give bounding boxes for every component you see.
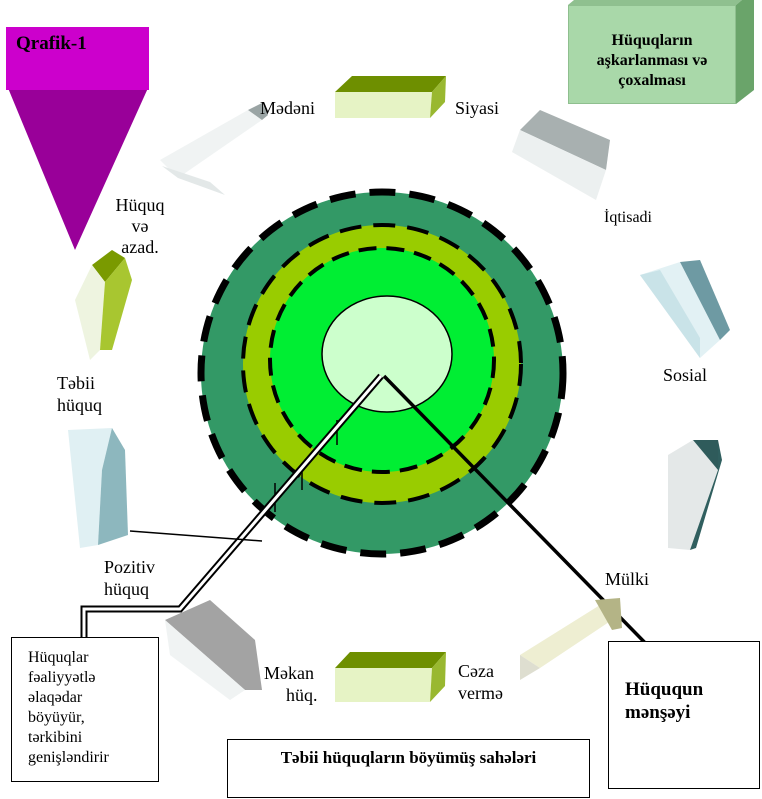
label-mulki: Mülki bbox=[605, 569, 650, 589]
block-siyasi bbox=[335, 76, 446, 118]
label-huquq: Hüquq və azad. bbox=[108, 195, 172, 258]
label-tebii-line1: Təbii bbox=[57, 373, 95, 393]
block-bottom bbox=[335, 652, 446, 702]
label-mekan-line1: Məkan bbox=[264, 663, 314, 683]
rights-growth-line: əlaqədar bbox=[28, 689, 83, 706]
block-iqtisadi bbox=[512, 110, 610, 200]
block-mekan bbox=[165, 600, 262, 700]
outer-ring-dash bbox=[197, 188, 567, 558]
label-pozitiv: Pozitiv hüquq bbox=[104, 556, 155, 600]
origin-of-law-box: Hüququn mənşəyi bbox=[608, 641, 760, 789]
label-ceza-suffix: ə bbox=[494, 683, 503, 703]
label-pozitiv-line1: Pozitiv bbox=[104, 557, 156, 577]
rights-growth-line: tərkibini bbox=[28, 729, 83, 746]
rights-expansion-line: aşkarlanması və bbox=[596, 52, 708, 69]
label-tebii-line2: hüquq bbox=[57, 395, 102, 415]
magenta-funnel bbox=[8, 88, 148, 250]
core-circle bbox=[321, 295, 453, 413]
pozitiv-connector bbox=[129, 530, 263, 542]
block-sosial bbox=[640, 260, 730, 358]
block-medeni bbox=[160, 103, 268, 195]
label-medeni: Mədəni bbox=[260, 98, 315, 118]
rights-growth-line: genişləndirir bbox=[28, 749, 109, 766]
rights-expansion-line: çoxalması bbox=[618, 72, 686, 89]
label-siyasi: Siyasi bbox=[455, 98, 500, 118]
block-ceza bbox=[520, 598, 622, 680]
label-ceza-line1: Cəza bbox=[458, 661, 494, 681]
origin-of-law-line: mənşəyi bbox=[625, 702, 691, 723]
green-box-side-face bbox=[736, 0, 754, 104]
label-ceza-line2: verm bbox=[458, 683, 495, 703]
block-mulki bbox=[668, 440, 722, 550]
label-huquq-line3: azad. bbox=[121, 237, 159, 257]
green-box-top-face bbox=[568, 0, 742, 5]
label-mekan: Məkan hüq. bbox=[264, 662, 318, 706]
label-sosial: Sosial bbox=[663, 365, 708, 385]
label-huquq-line1: Hüquq bbox=[115, 195, 165, 215]
rights-expansion-line: Hüquqların bbox=[611, 32, 693, 49]
block-pozitiv bbox=[68, 428, 128, 548]
label-tebii: Təbii hüquq bbox=[57, 372, 102, 416]
rights-growth-line: fəaliyyətlə bbox=[28, 669, 96, 686]
rights-expansion-box: Hüquqların aşkarlanması və çoxalması bbox=[568, 5, 736, 104]
inner-ring-dash bbox=[268, 246, 496, 474]
mid-ring-dash bbox=[241, 223, 523, 505]
label-iqtisadi: İqtisadi bbox=[604, 209, 652, 226]
block-tebii-top bbox=[75, 250, 132, 360]
natural-rights-areas-box: Təbii hüquqların böyümüş sahələri bbox=[227, 739, 590, 798]
graph-tag: Qrafik-1 bbox=[6, 27, 149, 90]
label-huquq-line2: və bbox=[131, 216, 149, 236]
arrow-to-growth-inner bbox=[82, 375, 383, 640]
rights-growth-line: böyüyür, bbox=[28, 709, 85, 726]
label-ceza: Cəza vermə bbox=[458, 660, 503, 704]
rights-growth-line: Hüquqlar bbox=[28, 649, 89, 666]
origin-of-law-line: Hüququn bbox=[625, 679, 704, 700]
label-mekan-line2: hüq. bbox=[286, 685, 318, 705]
rights-growth-box: Hüquqlar fəaliyyətlə əlaqədar böyüyür, t… bbox=[11, 637, 159, 782]
label-pozitiv-line2: hüquq bbox=[104, 579, 149, 599]
